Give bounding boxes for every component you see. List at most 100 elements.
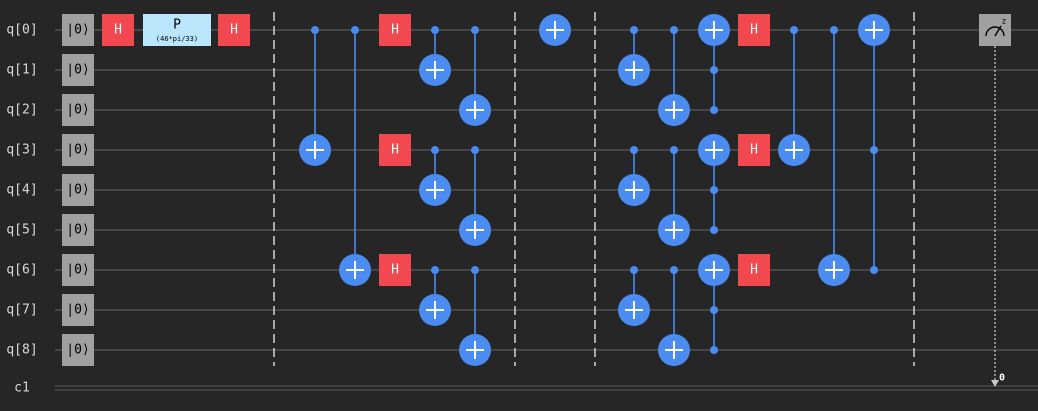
h-gate-label-q3-c7: H <box>391 143 399 158</box>
h-gate-q6-c16 <box>738 254 770 286</box>
cx-target-q3-c17 <box>778 134 810 166</box>
h-gate-q6-c7 <box>379 254 411 286</box>
cx-target-q5-c14 <box>658 214 690 246</box>
cx-target-q6-c6 <box>339 254 371 286</box>
meter-needle-icon <box>994 25 1002 37</box>
cx-control-dot-q5-c15 <box>710 226 718 234</box>
cx-control-dot-q0-c18 <box>830 26 838 34</box>
reset-gate-label-q3: |0⟩ <box>66 143 89 158</box>
reset-gate-q7 <box>62 294 94 326</box>
cx-control-dot-q8-c15 <box>710 346 718 354</box>
cx-control-dot-q0-c14 <box>670 26 678 34</box>
reset-gate-q0 <box>62 14 94 46</box>
reset-gate-label-q5: |0⟩ <box>66 223 89 238</box>
h-gate-q3-c16 <box>738 134 770 166</box>
cx-target-q2-c9 <box>459 94 491 126</box>
cx-control-dot-q6-c9 <box>471 266 479 274</box>
wires-layer <box>55 29 1038 391</box>
cx-target-q8-c14 <box>658 334 690 366</box>
measure-basis-label: z <box>1002 17 1007 26</box>
cx-control-dot-q0-c13 <box>630 26 638 34</box>
cx-control-dot-q3-c13 <box>630 146 638 154</box>
reset-gate-q3 <box>62 134 94 166</box>
cx-control-dot-q0-c8 <box>431 26 439 34</box>
reset-gate-q8 <box>62 334 94 366</box>
h-gate-label-q3-c16: H <box>750 143 758 158</box>
reset-gate-label-q1: |0⟩ <box>66 63 89 78</box>
cx-control-dot-q3-c9 <box>471 146 479 154</box>
cx-target-q1-c8 <box>419 54 451 86</box>
reset-gate-label-q2: |0⟩ <box>66 103 89 118</box>
cx-control-dot-q1-c15 <box>710 66 718 74</box>
cx-control-dot-q0-c6 <box>351 26 359 34</box>
cx-control-dot-q6-c8 <box>431 266 439 274</box>
x-gate-q0 <box>539 14 571 46</box>
barriers-layer <box>273 12 915 366</box>
labels-layer: q[0] q[1] q[2] q[3] q[4] q[5] q[6] q[7] q[8] c1 <box>6 23 37 396</box>
h-gate-q0-c1 <box>102 14 134 46</box>
cx-control-dot-q6-c13 <box>630 266 638 274</box>
reset-gate-label-q6: |0⟩ <box>66 263 89 278</box>
qubit-label-6: q[6] <box>6 263 37 278</box>
qubit-label-1: q[1] <box>6 63 37 78</box>
cx-target-q0-c19 <box>858 14 890 46</box>
cx-target-q6-c15 <box>698 254 730 286</box>
cx-target-q3-c5 <box>299 134 331 166</box>
cx-target-q0-c15 <box>698 14 730 46</box>
cx-control-dot-q6-c19 <box>870 266 878 274</box>
qubit-label-3: q[3] <box>6 143 37 158</box>
cx-target-q4-c8 <box>419 174 451 206</box>
reset-gate-q4 <box>62 174 94 206</box>
cx-target-q6-c18 <box>818 254 850 286</box>
measure-arrow <box>991 380 999 387</box>
reset-gate-q1 <box>62 54 94 86</box>
h-gate-q0-c7 <box>379 14 411 46</box>
qubit-label-4: q[4] <box>6 183 37 198</box>
cx-control-dot-q3-c8 <box>431 146 439 154</box>
qubit-label-7: q[7] <box>6 303 37 318</box>
cx-control-dot-q3-c14 <box>670 146 678 154</box>
measure-bit-index: 0 <box>999 373 1005 384</box>
h-gate-label-q6-c7: H <box>391 263 399 278</box>
reset-gate-label-q0: |0⟩ <box>66 23 89 38</box>
h-gate-label-q6-c16: H <box>750 263 758 278</box>
qubit-label-2: q[2] <box>6 103 37 118</box>
cx-target-q4-c13 <box>618 174 650 206</box>
h-gate-label-q0-c7: H <box>391 23 399 38</box>
reset-gate-q2 <box>62 94 94 126</box>
cx-control-dot-q6-c14 <box>670 266 678 274</box>
cx-target-q3-c15 <box>698 134 730 166</box>
qubit-label-0: q[0] <box>6 23 37 38</box>
p-gate <box>143 14 211 46</box>
cx-target-q2-c14 <box>658 94 690 126</box>
qubit-label-5: q[5] <box>6 223 37 238</box>
h-gate-label-q0-c1: H <box>114 23 122 38</box>
cx-target-q1-c13 <box>618 54 650 86</box>
cx-target-q7-c8 <box>419 294 451 326</box>
cx-control-dot-q3-c19 <box>870 146 878 154</box>
clbit-label-0: c1 <box>14 381 30 396</box>
cx-target-q7-c13 <box>618 294 650 326</box>
meter-icon <box>985 26 1005 37</box>
p-gate-label: P <box>173 18 181 33</box>
cx-control-dot-q0-c9 <box>471 26 479 34</box>
reset-gate-q6 <box>62 254 94 286</box>
reset-gate-label-q8: |0⟩ <box>66 343 89 358</box>
cx-control-dot-q7-c15 <box>710 306 718 314</box>
h-gate-label-q0-c16: H <box>750 23 758 38</box>
h-gate-q3-c7 <box>379 134 411 166</box>
cx-control-dot-q2-c15 <box>710 106 718 114</box>
cx-target-q5-c9 <box>459 214 491 246</box>
h-gate-label-q0-c3: H <box>230 23 238 38</box>
reset-gate-label-q7: |0⟩ <box>66 303 89 318</box>
h-gate-q0-c16 <box>738 14 770 46</box>
reset-gate-label-q4: |0⟩ <box>66 183 89 198</box>
h-gate-q0-c3 <box>218 14 250 46</box>
qubit-label-8: q[8] <box>6 343 37 358</box>
cx-target-q8-c9 <box>459 334 491 366</box>
measure-gate <box>979 14 1011 46</box>
cx-control-dot-q0-c5 <box>311 26 319 34</box>
